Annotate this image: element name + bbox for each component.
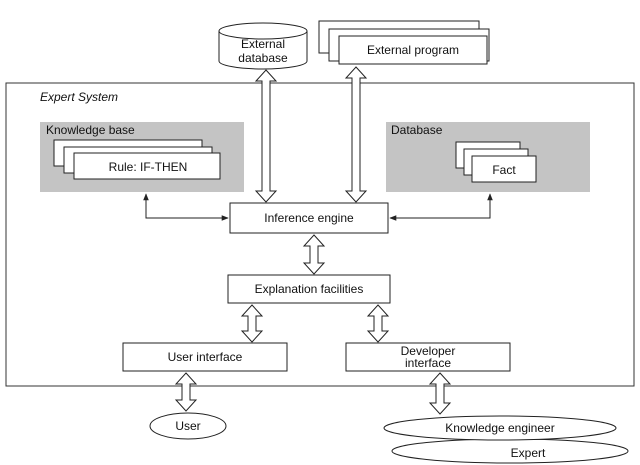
fact-label: Fact <box>492 163 516 177</box>
explanation-userif-double-arrow <box>240 304 264 343</box>
fact-cards: Fact <box>455 141 537 183</box>
database-title: Database <box>391 123 443 137</box>
user-label: User <box>175 419 200 433</box>
devif-engineer-double-arrow <box>428 372 452 415</box>
developer-interface-label-1: Developer <box>401 344 456 358</box>
rule-label: Rule: IF-THEN <box>109 160 188 174</box>
external-database-label-1: External <box>241 37 285 51</box>
knowledge-engineer-label: Knowledge engineer <box>445 421 554 435</box>
external-program-stack: External program <box>318 20 490 65</box>
inference-engine-label: Inference engine <box>264 211 354 225</box>
developer-interface-box <box>345 342 511 372</box>
external-program-label: External program <box>367 43 459 57</box>
user-interface-box <box>122 342 288 372</box>
inference-engine-box <box>229 202 389 234</box>
knowledge-base-title: Knowledge base <box>46 123 135 137</box>
explanation-facilities-label: Explanation facilities <box>255 282 364 296</box>
user-interface-label: User interface <box>168 350 243 364</box>
inference-explanation-double-arrow <box>302 234 326 275</box>
expert-label: Expert <box>511 446 546 460</box>
rule-cards: Rule: IF-THEN <box>53 139 221 180</box>
explanation-facilities-box <box>227 274 391 304</box>
explanation-devif-double-arrow <box>366 304 390 343</box>
expert-system-label: Expert System <box>40 90 118 104</box>
kb-inference-arrow <box>143 193 229 221</box>
db-inference-arrow <box>389 193 493 221</box>
external-database-cylinder: External database <box>218 22 308 70</box>
extprog-inference-double-arrow <box>344 66 368 203</box>
developer-interface-label-2: interface <box>405 356 451 370</box>
external-database-label-2: database <box>238 51 288 65</box>
expert-system-frame <box>5 82 635 387</box>
userif-user-double-arrow <box>174 372 198 412</box>
extdb-inference-double-arrow <box>254 69 278 203</box>
knowledge-engineer-ellipse <box>383 415 617 441</box>
user-ellipse <box>149 412 227 440</box>
